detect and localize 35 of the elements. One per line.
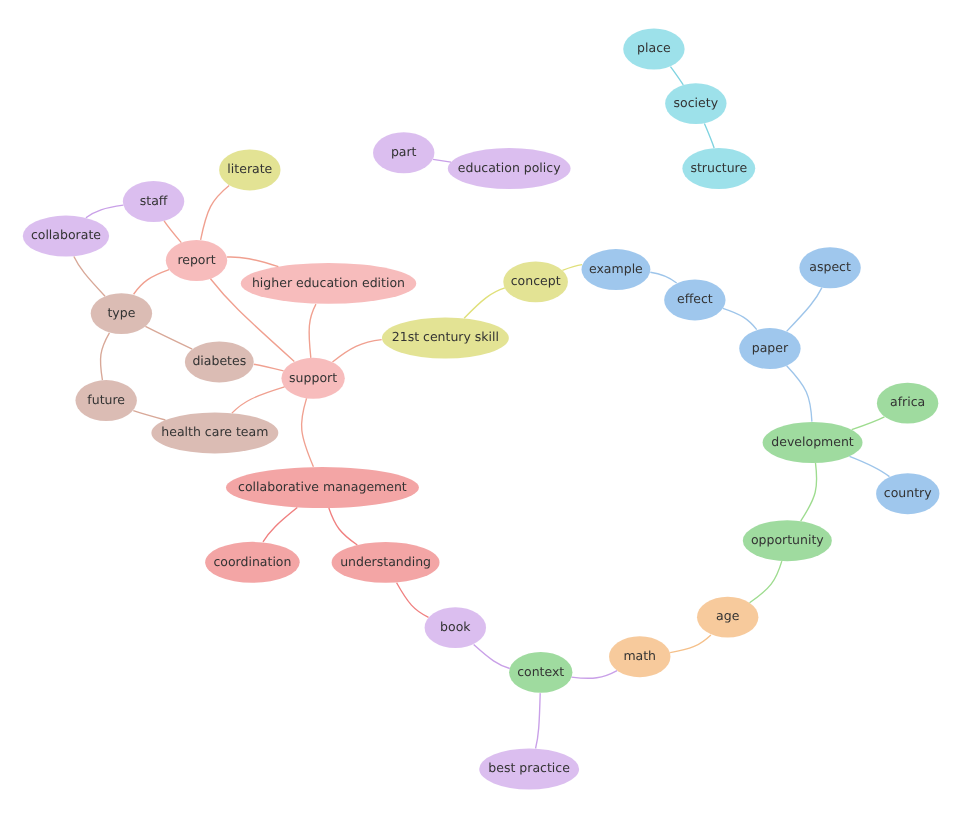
connector bbox=[327, 506, 357, 545]
connector bbox=[131, 268, 169, 294]
connector bbox=[198, 183, 229, 240]
connector bbox=[72, 254, 105, 296]
connector bbox=[307, 302, 316, 358]
connector bbox=[668, 64, 683, 85]
connector bbox=[799, 461, 817, 521]
connector bbox=[225, 255, 279, 267]
connector bbox=[462, 286, 505, 318]
connector bbox=[560, 262, 582, 271]
connector bbox=[162, 219, 181, 243]
connector bbox=[533, 691, 540, 749]
connector bbox=[230, 385, 285, 413]
connector bbox=[394, 581, 429, 617]
connector bbox=[668, 633, 711, 653]
connector bbox=[143, 324, 192, 349]
connector bbox=[431, 157, 451, 162]
connector bbox=[330, 337, 382, 362]
connector bbox=[471, 642, 510, 669]
connector bbox=[84, 203, 123, 218]
connector bbox=[721, 306, 757, 330]
connector bbox=[299, 396, 314, 467]
connector bbox=[208, 277, 294, 362]
connector bbox=[252, 362, 284, 371]
connector bbox=[98, 331, 110, 380]
connector bbox=[850, 415, 885, 430]
connector bbox=[648, 270, 677, 283]
connector bbox=[569, 668, 617, 678]
connector bbox=[784, 285, 822, 332]
connector bbox=[261, 505, 297, 542]
connector bbox=[747, 559, 782, 603]
connector bbox=[847, 454, 890, 477]
connector bbox=[702, 121, 714, 148]
connector bbox=[131, 409, 166, 420]
connector bbox=[784, 364, 812, 422]
